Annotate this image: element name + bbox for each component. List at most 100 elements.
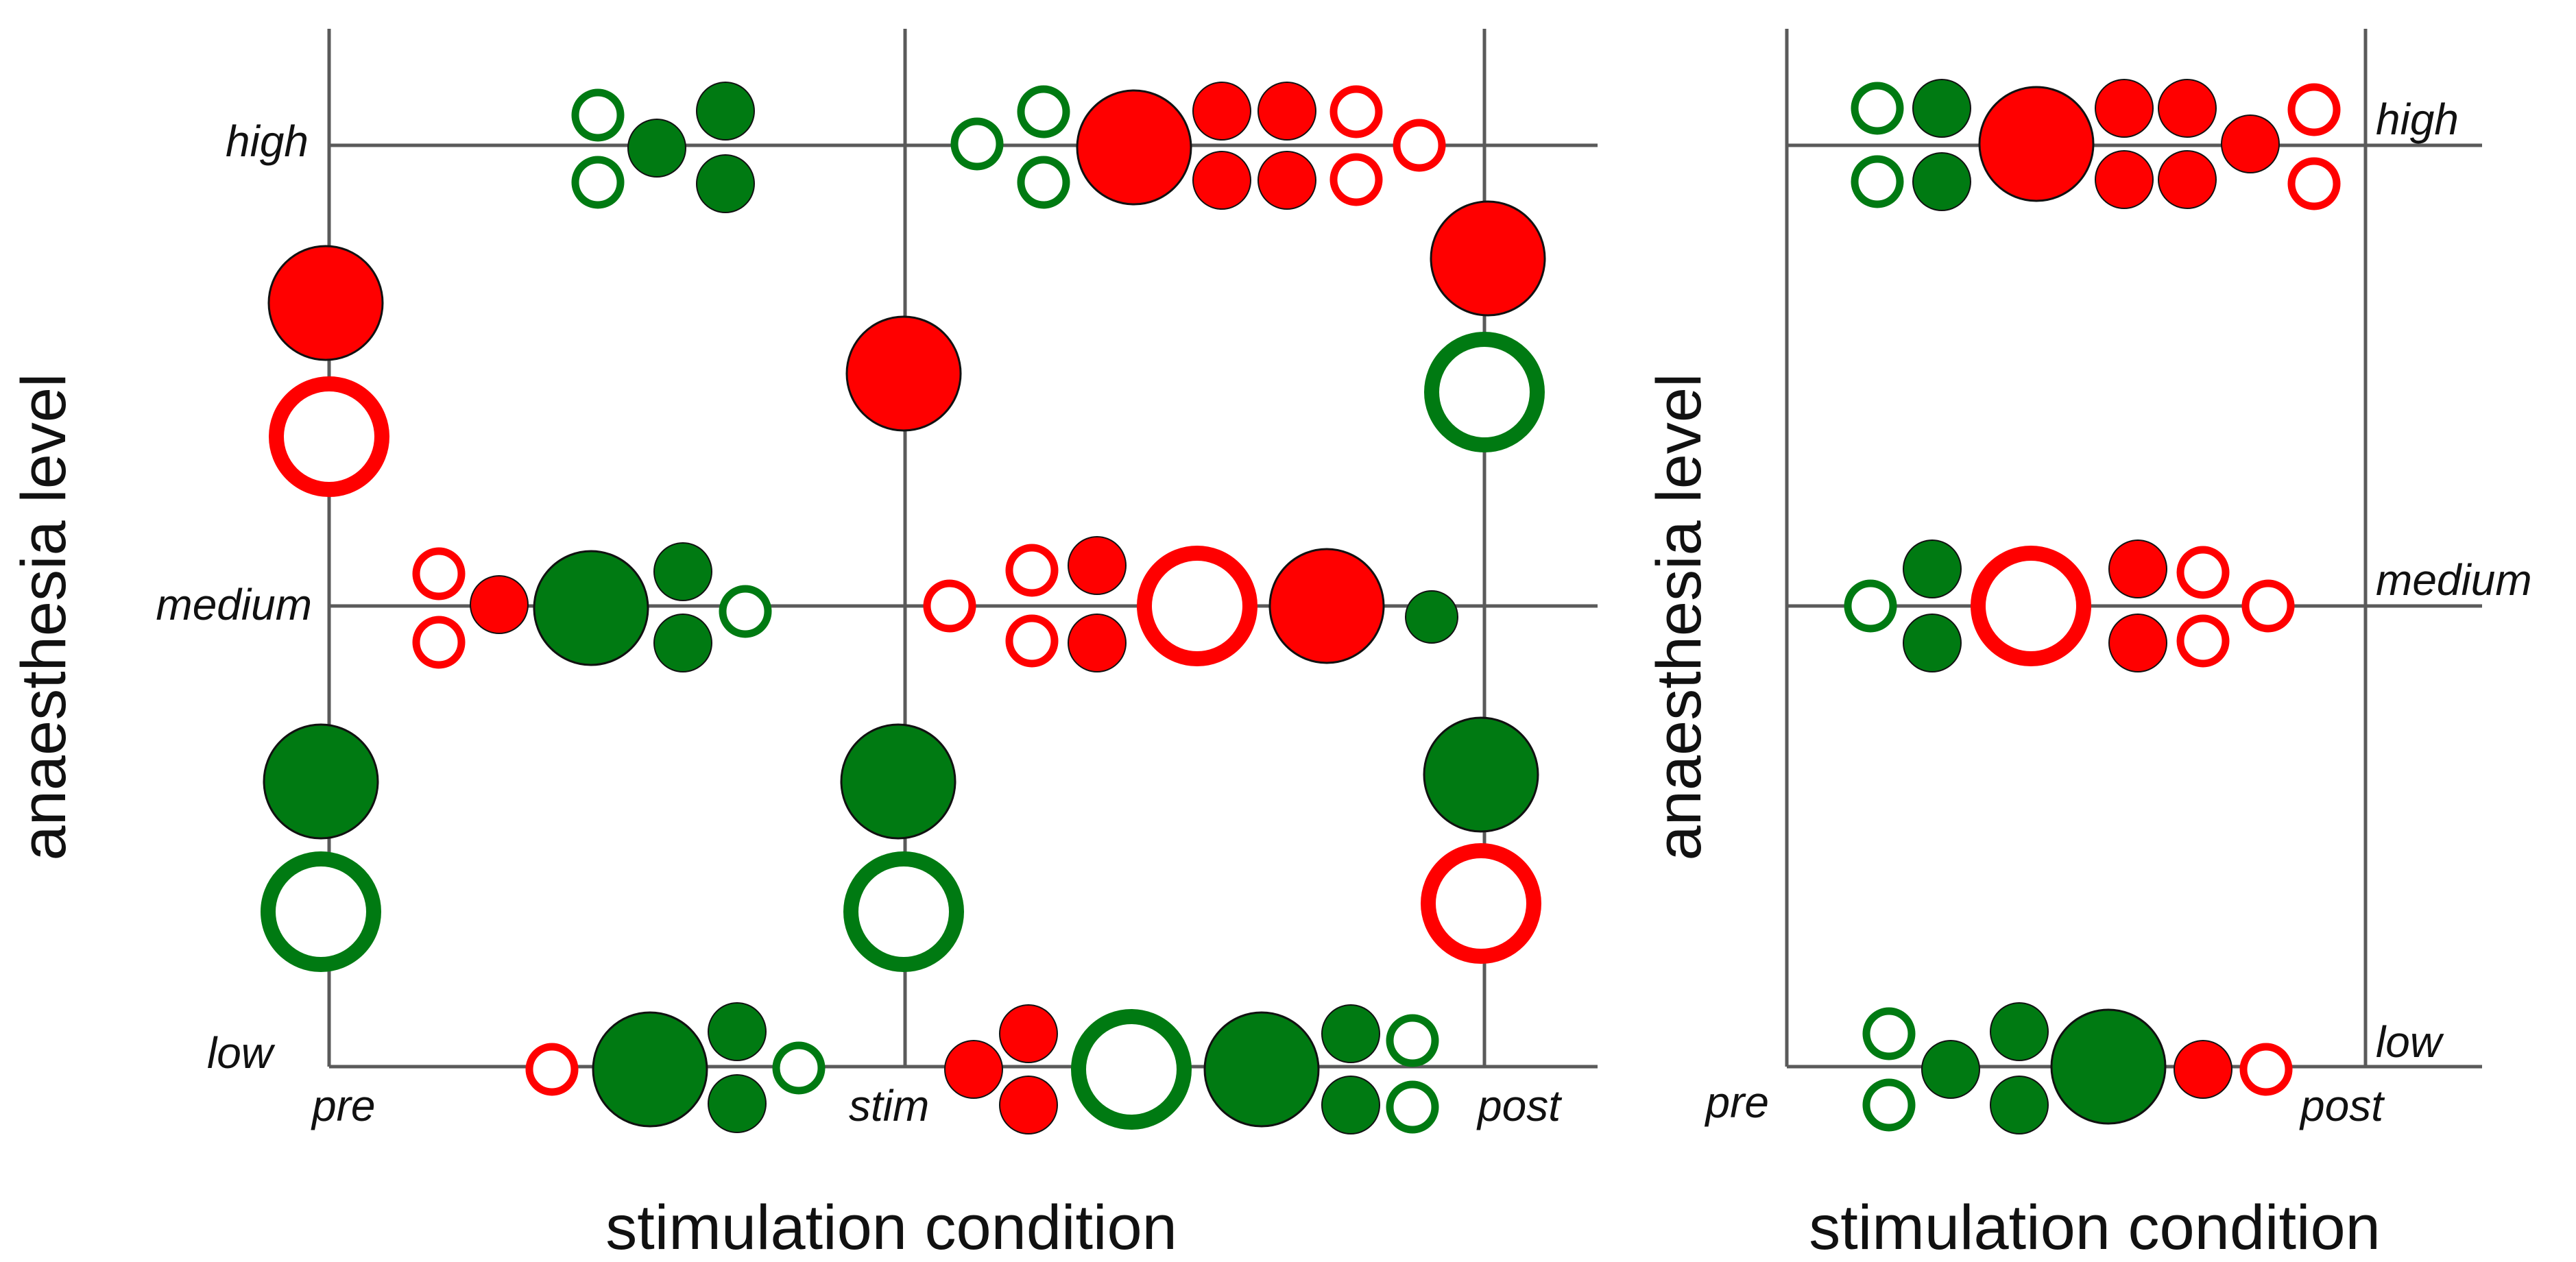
glyph-filled-green xyxy=(1903,539,1962,598)
glyph-open-red xyxy=(1421,843,1541,964)
glyph-filled-green xyxy=(708,1074,767,1133)
glyph-filled-red xyxy=(1430,200,1546,317)
left-y-axis-title: anaesthesia level xyxy=(9,374,79,861)
glyph-filled-green xyxy=(263,723,379,840)
glyph-open-red xyxy=(2176,614,2230,668)
glyph-filled-green xyxy=(592,1011,708,1128)
glyph-open-green xyxy=(1851,155,1904,208)
glyph-open-red xyxy=(1329,85,1383,138)
glyph-filled-red xyxy=(2095,79,2154,138)
glyph-open-green xyxy=(1386,1014,1439,1067)
right-tick-pre: pre xyxy=(1705,1078,1770,1127)
right-tick-post: post xyxy=(2299,1081,2385,1130)
left-tick-medium: medium xyxy=(156,580,312,629)
left-tick-high: high xyxy=(226,117,309,166)
glyph-filled-green xyxy=(653,542,712,601)
glyph-filled-green xyxy=(708,1002,767,1061)
left-tick-post: post xyxy=(1476,1081,1562,1130)
glyph-filled-green xyxy=(627,119,686,178)
glyph-filled-red xyxy=(1978,86,2095,202)
left-panel: high medium low pre stim post anaesthesi… xyxy=(9,29,1598,1262)
glyph-filled-green xyxy=(1321,1004,1380,1063)
glyph-open-red xyxy=(525,1043,579,1096)
glyph-filled-green xyxy=(1912,152,1971,211)
glyph-filled-green xyxy=(1912,79,1971,138)
glyph-filled-red xyxy=(845,315,962,432)
glyph-open-green xyxy=(261,851,381,972)
glyph-open-red xyxy=(412,616,466,669)
glyph-filled-red xyxy=(1076,89,1192,206)
glyph-filled-green xyxy=(696,154,755,213)
glyph-open-green xyxy=(843,851,964,972)
glyph-open-green xyxy=(1844,579,1897,633)
glyph-open-green xyxy=(1017,156,1070,209)
glyph-filled-red xyxy=(999,1076,1058,1134)
glyph-filled-red xyxy=(1268,548,1385,664)
right-grid xyxy=(1785,29,2482,1069)
glyph-open-red xyxy=(1005,544,1059,597)
glyph-filled-green xyxy=(1921,1040,1980,1099)
glyph-open-red xyxy=(2239,1043,2293,1096)
glyph-filled-red xyxy=(1192,151,1251,210)
glyph-filled-red xyxy=(2095,150,2154,209)
glyph-filled-green xyxy=(1990,1076,2049,1134)
glyph-filled-red xyxy=(2174,1040,2232,1099)
glyph-filled-red xyxy=(2221,114,2280,173)
glyph-filled-green xyxy=(840,723,956,840)
glyph-open-red xyxy=(1393,119,1446,172)
glyph-open-red xyxy=(923,579,976,633)
left-x-axis-title: stimulation condition xyxy=(605,1193,1177,1262)
glyph-open-green xyxy=(571,88,625,142)
glyph-filled-green xyxy=(696,82,755,141)
glyph-open-green xyxy=(772,1041,826,1095)
glyph-open-green xyxy=(1851,82,1904,135)
glyph-filled-red xyxy=(2108,614,2167,672)
right-tick-medium: medium xyxy=(2376,555,2532,605)
glyph-filled-green xyxy=(1423,716,1539,833)
glyph-filled-red xyxy=(999,1004,1058,1063)
glyph-filled-green xyxy=(1990,1002,2049,1061)
glyph-filled-green xyxy=(1203,1011,1320,1128)
glyph-open-red xyxy=(269,376,389,497)
glyph-open-green xyxy=(1386,1080,1439,1134)
glyph-filled-red xyxy=(2108,539,2167,598)
glyph-open-green xyxy=(950,117,1004,171)
glyph-filled-red xyxy=(470,575,529,634)
glyph-open-red xyxy=(2176,546,2230,599)
glyph-filled-red xyxy=(1068,536,1127,595)
glyph-open-green xyxy=(1424,332,1545,452)
glyph-filled-red xyxy=(1257,151,1316,210)
glyph-open-red xyxy=(1137,546,1257,666)
glyph-filled-red xyxy=(1257,82,1316,141)
glyph-open-green xyxy=(1017,85,1070,138)
glyph-open-red xyxy=(1005,614,1059,668)
left-node-glyphs xyxy=(261,82,1546,1134)
right-node-glyphs xyxy=(1844,79,2341,1134)
glyph-open-green xyxy=(571,156,625,209)
glyph-filled-red xyxy=(2158,150,2217,209)
right-panel: high medium low pre post anaesthesia lev… xyxy=(1644,29,2532,1262)
glyph-filled-green xyxy=(533,550,649,666)
glyph-open-red xyxy=(412,547,466,600)
glyph-open-green xyxy=(1862,1078,1916,1132)
glyph-open-green xyxy=(719,585,772,638)
glyph-filled-red xyxy=(2158,79,2217,138)
glyph-filled-green xyxy=(653,614,712,672)
right-tick-low: low xyxy=(2376,1017,2444,1067)
glyph-open-red xyxy=(2287,157,2341,210)
right-tick-high: high xyxy=(2376,95,2459,144)
glyph-filled-green xyxy=(2050,1008,2167,1125)
glyph-filled-red xyxy=(1068,614,1127,672)
glyph-open-red xyxy=(1971,546,2091,666)
glyph-open-red xyxy=(2287,83,2341,136)
glyph-filled-green xyxy=(1903,614,1962,672)
glyph-open-red xyxy=(2241,579,2295,633)
glyph-filled-green xyxy=(1405,590,1458,644)
glyph-filled-red xyxy=(267,245,384,361)
right-x-axis-title: stimulation condition xyxy=(1809,1193,2381,1262)
left-tick-pre: pre xyxy=(311,1081,376,1130)
glyph-filled-green xyxy=(1321,1076,1380,1134)
left-tick-stim: stim xyxy=(849,1081,929,1130)
glyph-open-green xyxy=(1862,1007,1916,1060)
